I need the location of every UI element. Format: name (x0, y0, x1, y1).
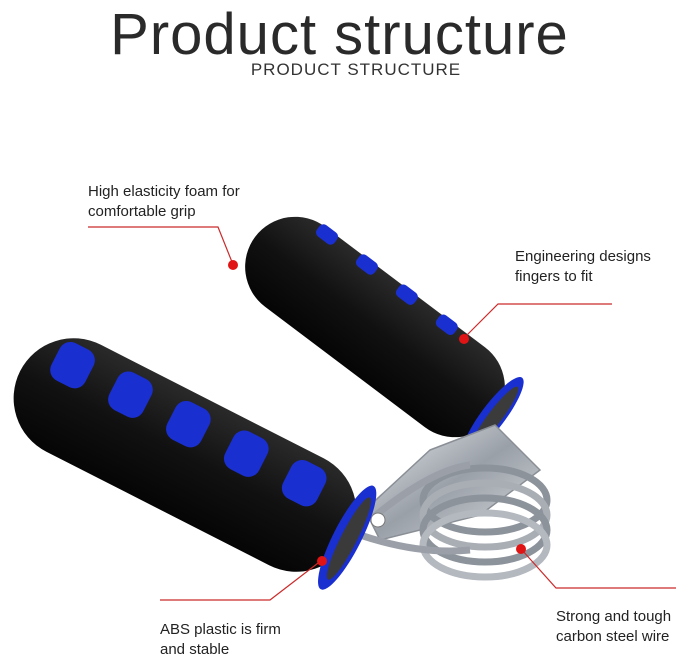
lower-foam-handle (13, 338, 377, 590)
marker-abs-dot (317, 556, 327, 566)
callout-foam-line2: comfortable grip (88, 203, 196, 220)
callout-leader-lines (88, 226, 676, 601)
callout-steel-line1: Strong and tough (556, 608, 672, 625)
marker-finger-dot (459, 334, 469, 344)
callout-abs-line1: ABS plastic is firm (160, 621, 281, 638)
callout-abs-plastic: ABS plastic is firm and stable (160, 620, 281, 660)
callout-finger-line1: Engineering designs (515, 248, 651, 265)
marker-foam-dot (228, 260, 238, 270)
callout-finger-line2: fingers to fit (515, 268, 593, 285)
callout-finger-design: Engineering designs fingers to fit (515, 247, 651, 287)
page-subtitle: PRODUCT STRUCTURE (250, 60, 462, 79)
callout-abs-line2: and stable (160, 641, 230, 658)
callout-foam-line1: High elasticity foam for (88, 183, 240, 200)
callout-steel-line2: carbon steel wire (556, 628, 670, 645)
callout-steel-wire: Strong and tough carbon steel wire (556, 607, 671, 647)
page-title: Product structure (110, 2, 569, 67)
steel-spring (358, 424, 551, 581)
marker-steel-dot (516, 544, 526, 554)
callout-foam: High elasticity foam for comfortable gri… (88, 182, 240, 222)
upper-foam-handle (245, 216, 524, 456)
callout-markers (228, 260, 526, 566)
